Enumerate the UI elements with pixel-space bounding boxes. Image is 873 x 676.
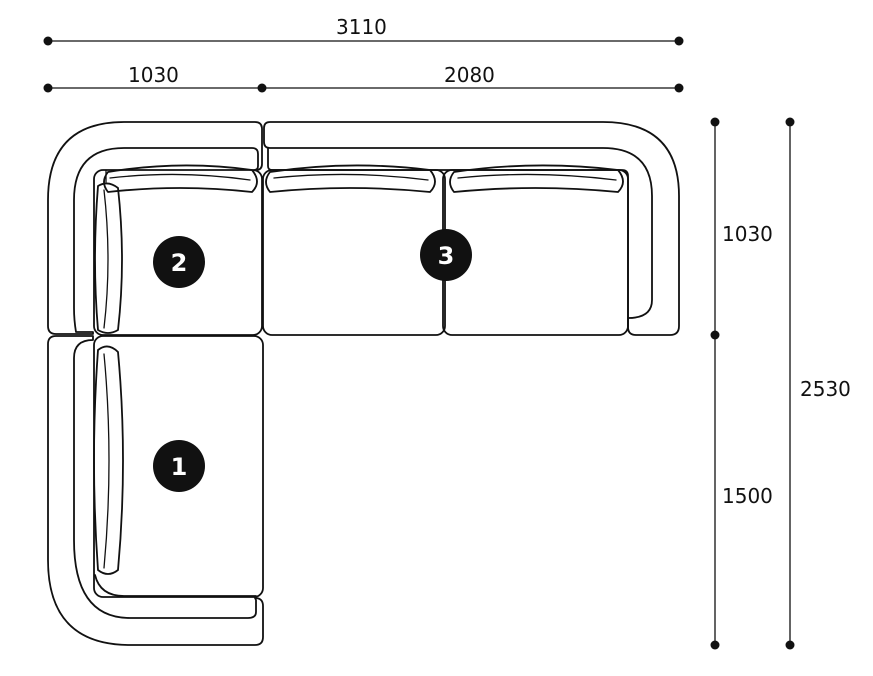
left-arm (47, 335, 264, 646)
module-badge-2: 2 (153, 236, 205, 288)
dimension-right-segments (710, 117, 720, 650)
dimension-right-width (261, 83, 684, 93)
module-badge-3: 3 (420, 229, 472, 281)
dimension-left-width (43, 83, 267, 93)
svg-text:2: 2 (171, 249, 188, 277)
right-backrest (263, 121, 680, 336)
dimension-overall-depth (785, 117, 795, 650)
module-2-seat (93, 164, 263, 336)
module-badge-1: 1 (153, 440, 205, 492)
label-left-width: 1030 (128, 63, 179, 87)
label-overall-width: 3110 (336, 15, 387, 39)
label-right-upper: 1030 (722, 222, 773, 246)
module-1-seat (93, 335, 264, 598)
label-right-lower: 1500 (722, 484, 773, 508)
label-overall-depth: 2530 (800, 377, 851, 401)
svg-text:3: 3 (438, 242, 455, 270)
svg-text:1: 1 (171, 453, 188, 481)
corner-backrest (47, 121, 263, 335)
label-right-width: 2080 (444, 63, 495, 87)
dimension-overall-width (43, 36, 684, 46)
